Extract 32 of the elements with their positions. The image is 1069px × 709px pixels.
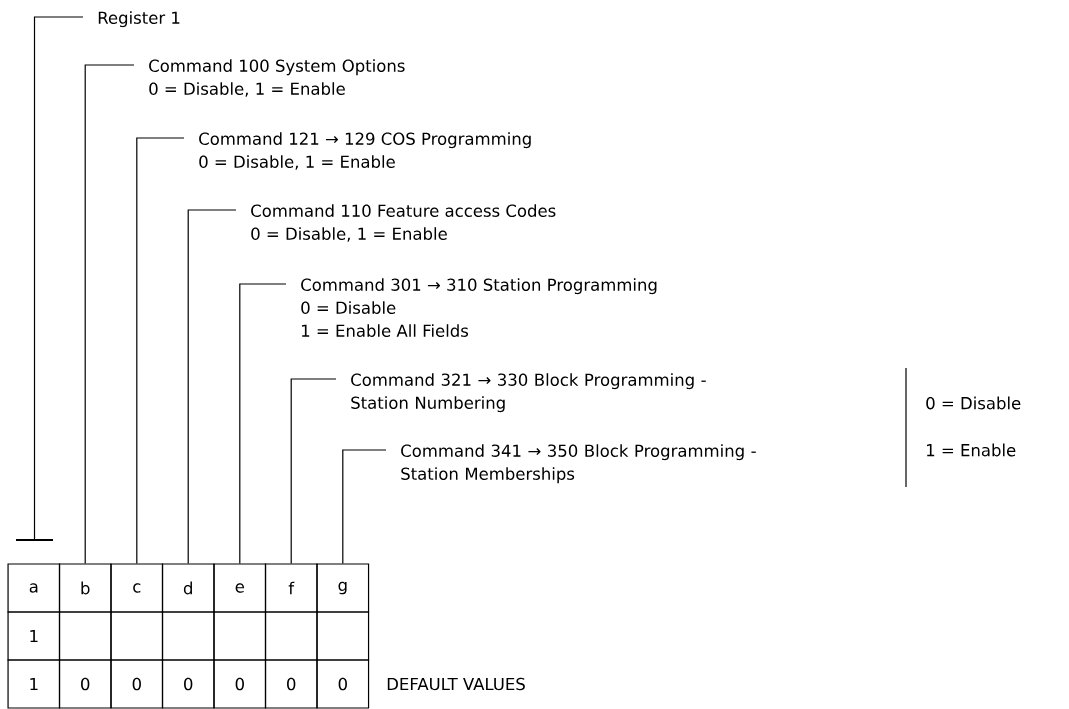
- leader-line: [342, 449, 387, 564]
- table-cell: 0: [213, 659, 267, 709]
- leader-line: [33, 16, 84, 541]
- command-text: Command 100 System Options 0 = Disable, 1 = Enable: [149, 59, 405, 97]
- command-text: Command 321 → 330 Block Programming - Station Numbering: [351, 373, 706, 413]
- leader-line: [136, 137, 185, 564]
- leader-line: [290, 378, 337, 564]
- header-cell: e: [213, 563, 267, 613]
- table-cell: 1: [7, 659, 61, 709]
- table-cell: 0: [316, 659, 370, 709]
- command-text: Register 1: [98, 11, 180, 28]
- command-text: Command 121 → 129 COS Programming 0 = Disable, 1 = Enable: [199, 132, 531, 170]
- command-text: Command 110 Feature access Codes 0 = Disable, 1 = Enable: [251, 204, 556, 242]
- leader-line: [84, 64, 135, 564]
- table-cell: 0: [161, 659, 215, 709]
- table-cell: 0: [58, 659, 112, 709]
- header-cell: f: [264, 563, 318, 613]
- command-text: Command 341 → 350 Block Programming - Station Memberships: [401, 444, 756, 484]
- header-cell: d: [161, 563, 215, 613]
- option-text: 1 = Enable: [927, 443, 1016, 457]
- header-cell: g: [316, 563, 370, 613]
- table-cell: 0: [110, 659, 164, 709]
- option-text: 0 = Disable: [926, 396, 1021, 410]
- command-text: Command 301 → 310 Station Programming 0 = Disable 1 = Enable All Fields: [301, 278, 657, 337]
- leader-line: [239, 283, 287, 564]
- table-cell: 0: [264, 659, 318, 709]
- table-cell: 1: [7, 611, 61, 661]
- header-cell: b: [58, 563, 112, 613]
- note-text: DEFAULT VALUES: [387, 677, 525, 691]
- header-cell: c: [110, 563, 164, 613]
- header-cell: a: [7, 563, 61, 613]
- leader-line: [187, 209, 237, 564]
